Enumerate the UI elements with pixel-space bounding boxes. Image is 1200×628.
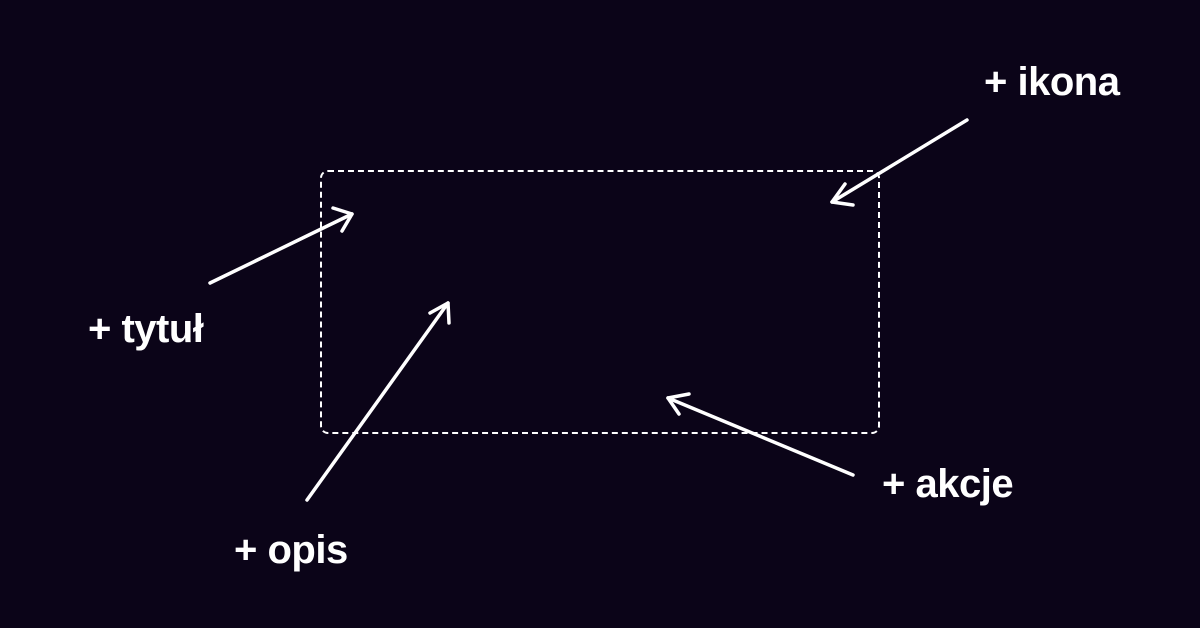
arrow-description: [305, 301, 451, 502]
label-description: + opis: [234, 528, 348, 572]
label-icon: + ikona: [984, 60, 1120, 104]
arrow-icon: [830, 118, 969, 207]
arrow-title: [208, 206, 354, 285]
arrow-actions: [666, 392, 855, 477]
label-title: + tytuł: [88, 307, 204, 351]
dashed-placeholder-box: [320, 170, 880, 434]
label-actions: + akcje: [882, 462, 1014, 506]
